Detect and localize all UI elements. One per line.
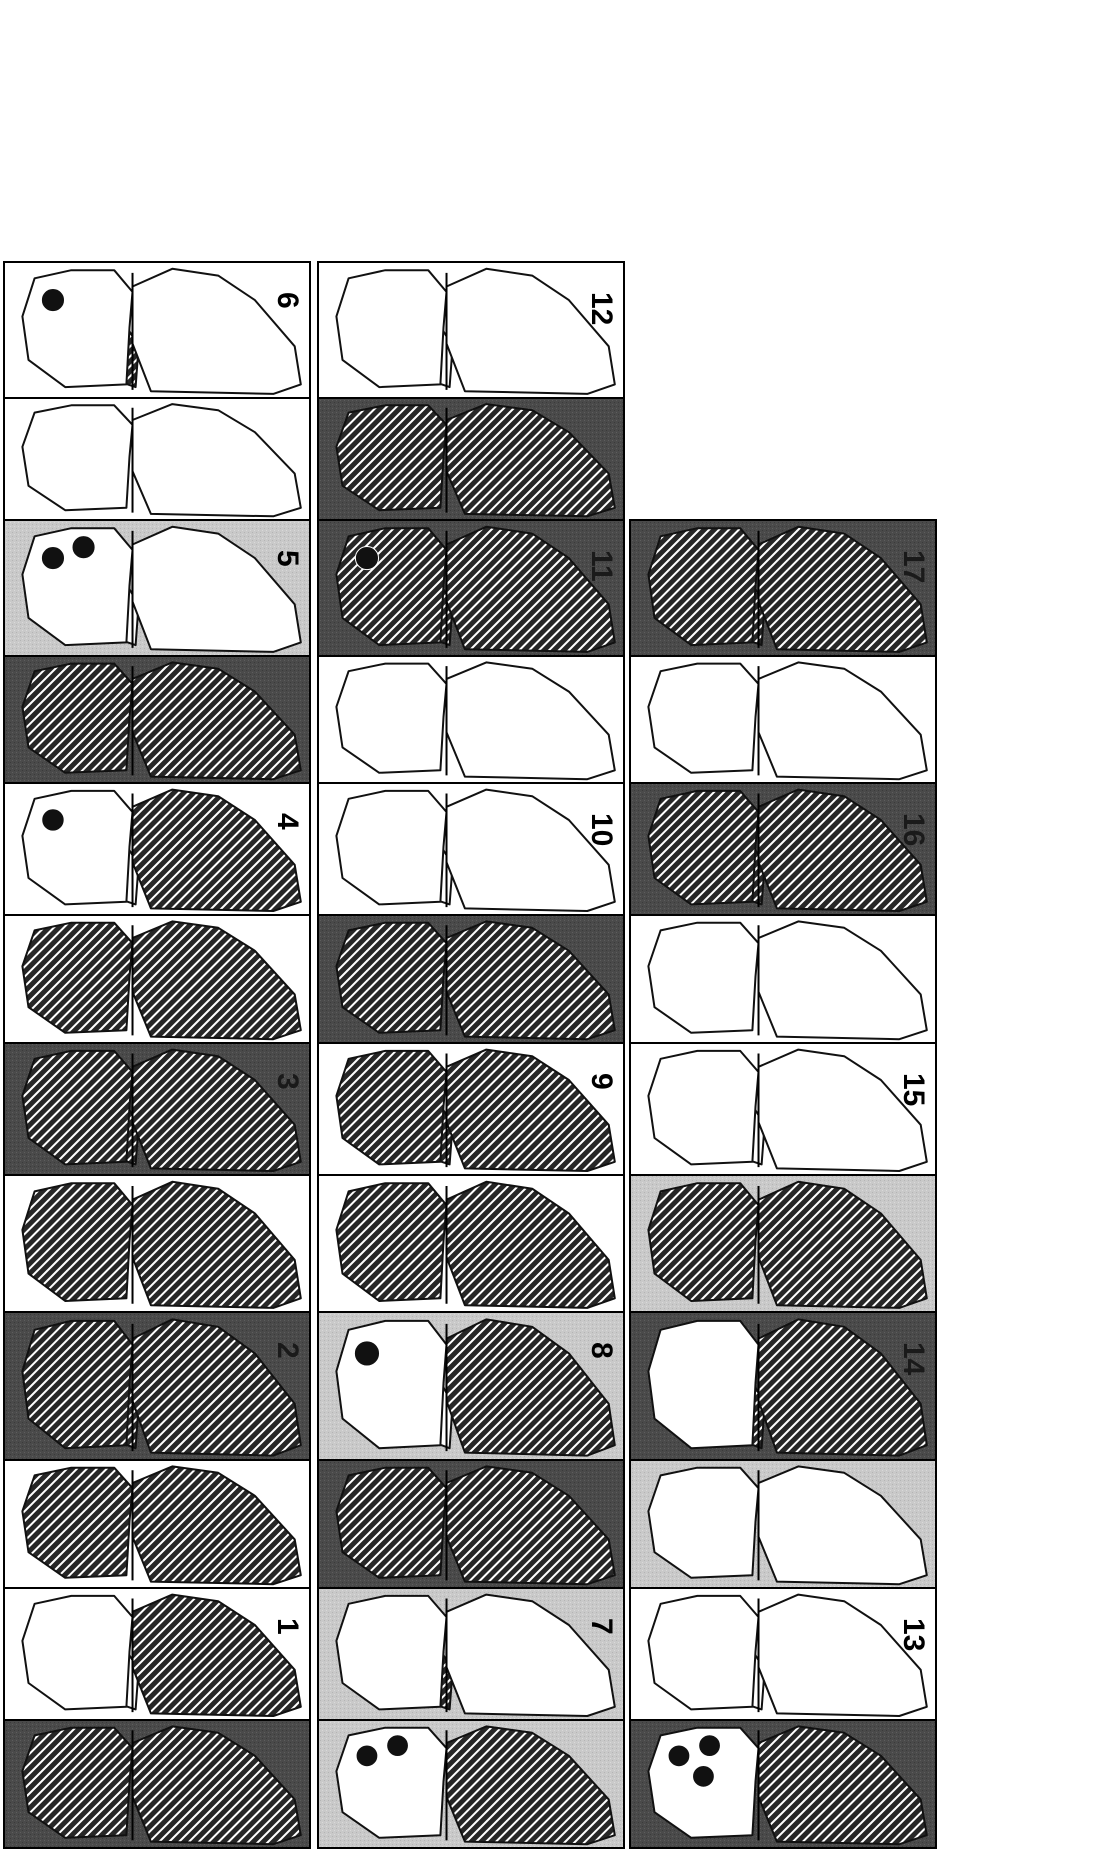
specimen-panel-lower [318,1588,624,1720]
eye-spot [387,1735,409,1757]
specimen-number: 2 [271,1342,304,1359]
specimen-panel-upper [4,1460,310,1588]
specimen-number: 15 [897,1073,930,1106]
specimen-panel-upper [4,398,310,520]
specimen-number: 11 [585,550,618,582]
specimen-panel-upper [318,656,624,783]
specimen-panel-upper [630,915,936,1043]
eye-spot [355,547,378,570]
specimen-panel-lower [318,1312,624,1460]
specimen-panel-upper [630,656,936,783]
specimen-panel-lower [630,1588,936,1720]
specimen-panel-lower [318,1043,624,1175]
specimen-number: 7 [585,1618,618,1635]
specimen-number: 6 [271,292,304,309]
eye-spot [668,1745,690,1767]
specimen-panel-upper [318,398,624,520]
eye-spot [356,1745,378,1767]
eye-spot [693,1765,715,1787]
eye-spot [699,1735,721,1757]
specimen-number: 3 [271,1073,304,1090]
specimen-panel-upper [4,915,310,1043]
specimen-panel-upper [4,656,310,783]
specimen-number: 4 [271,813,304,830]
specimen-number: 1 [271,1618,304,1635]
specimen-panel-lower [4,783,310,915]
specimen-number: 5 [271,550,304,567]
specimen-number: 8 [585,1342,618,1359]
specimen-panel-upper [630,1460,936,1588]
specimen-panel-lower [4,1043,310,1175]
specimen-panel-upper [630,1175,936,1312]
specimen-panel-upper [318,1460,624,1588]
specimen-panel-lower [318,783,624,915]
specimen-panel-lower [318,520,624,656]
specimen-number: 9 [585,1073,618,1090]
specimen-number: 13 [897,1618,930,1651]
specimen-number: 10 [585,813,618,846]
eye-spot [41,289,64,312]
specimen-number: 16 [897,813,930,846]
specimen-panel-lower [4,520,310,656]
specimen-panel-upper [318,1720,624,1848]
specimen-panel-upper [318,1175,624,1312]
specimen-panel-lower [4,1312,310,1460]
specimen-panel-lower [630,1312,936,1460]
eye-spot [41,547,64,570]
specimen-panel-upper [4,1720,310,1848]
specimen-panel-upper [630,1720,936,1848]
specimen-panel-upper [4,1175,310,1312]
specimen-number: 14 [897,1342,930,1376]
specimen-panel-lower [4,1588,310,1720]
specimen-number: 17 [897,550,930,583]
specimen-panel-lower [630,1043,936,1175]
eye-spot [354,1341,379,1366]
eye-spot [42,809,64,831]
specimen-panel-lower [630,520,936,656]
specimen-panel-upper [318,915,624,1043]
eye-spot [72,536,95,559]
specimen-number: 12 [585,292,618,325]
specimen-panel-lower [630,783,936,915]
specimen-panel-lower [318,262,624,398]
specimen-panel-lower [4,262,310,398]
